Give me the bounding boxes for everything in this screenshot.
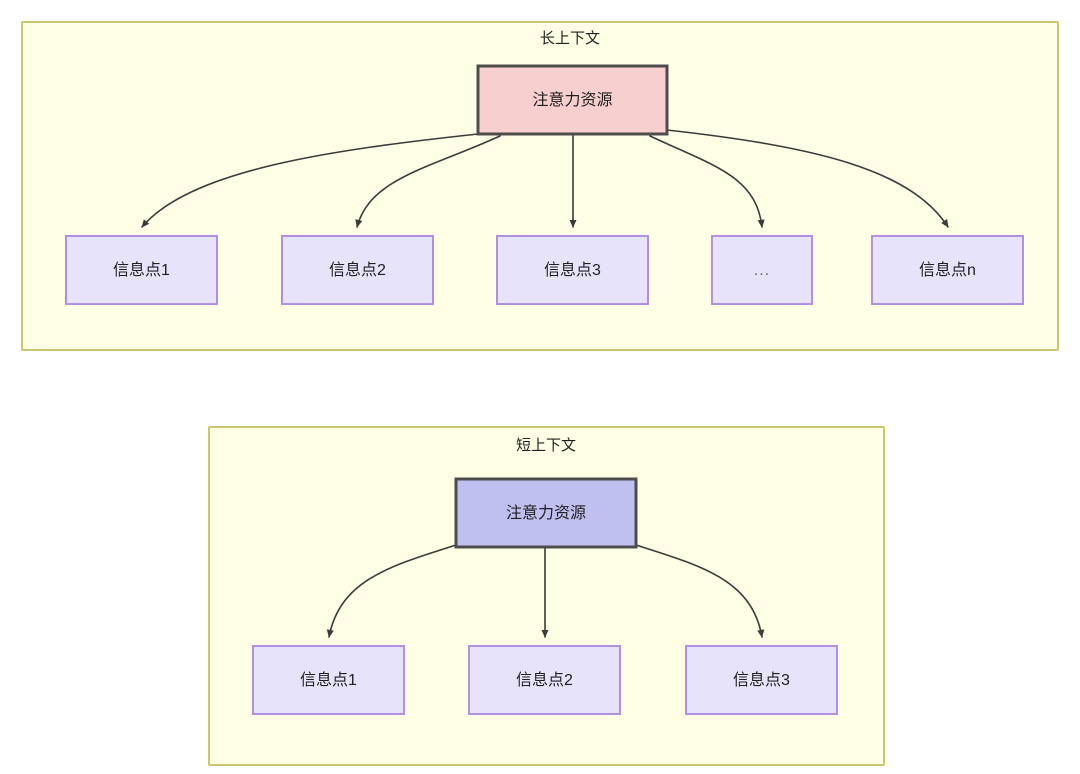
node-info-point-2-long-label: 信息点2: [329, 261, 386, 279]
node-info-point-1-long-label: 信息点1: [113, 261, 170, 279]
node-attention-resource-long-rect[interactable]: [476, 64, 669, 136]
section-title-long-context: 长上下文: [540, 30, 600, 47]
node-info-point-n-long-label: 信息点n: [919, 261, 976, 279]
node-info-point-3-short-rect[interactable]: [685, 645, 838, 715]
node-info-point-ellipsis-long-label: ...: [754, 262, 770, 279]
node-info-point-3-long-rect[interactable]: [496, 235, 649, 305]
section-short-context: 短上下文 注意力资源 信息点1 信息点2: [208, 426, 885, 766]
node-attention-resource-long[interactable]: 注意力资源: [476, 64, 669, 136]
section-long-context: 长上下文 注意力资源 信息点1 信息点2: [21, 21, 1059, 351]
edge-group-short-context: [326, 544, 765, 638]
node-attention-resource-short[interactable]: 注意力资源: [454, 477, 638, 549]
section-title-short-context: 短上下文: [516, 437, 576, 454]
node-attention-resource-long-label: 注意力资源: [532, 90, 612, 109]
node-info-point-1-long[interactable]: 信息点1: [65, 235, 218, 305]
node-attention-resource-short-label: 注意力资源: [506, 503, 586, 522]
node-info-point-n-long[interactable]: 信息点n: [871, 235, 1024, 305]
node-info-point-3-short[interactable]: 信息点3: [685, 645, 838, 715]
node-info-point-ellipsis-long[interactable]: ...: [711, 235, 813, 305]
node-info-point-2-short[interactable]: 信息点2: [468, 645, 621, 715]
edge-root-to-leaf-3-short: [635, 544, 765, 638]
node-info-point-ellipsis-long-rect[interactable]: [711, 235, 813, 305]
node-info-point-3-long-label: 信息点3: [544, 261, 601, 279]
edge-root-to-leaf-5: [666, 129, 949, 228]
node-info-point-2-long-rect[interactable]: [281, 235, 434, 305]
node-info-point-3-short-label: 信息点3: [733, 671, 790, 689]
edge-root-to-leaf-1: [141, 133, 479, 228]
node-info-point-2-short-rect[interactable]: [468, 645, 621, 715]
node-info-point-3-long[interactable]: 信息点3: [496, 235, 649, 305]
edge-group-long-context: [141, 129, 949, 228]
edge-root-to-leaf-4: [649, 135, 765, 228]
node-info-point-n-long-rect[interactable]: [871, 235, 1024, 305]
node-info-point-2-short-label: 信息点2: [516, 671, 573, 689]
node-info-point-1-short-label: 信息点1: [300, 671, 357, 689]
node-attention-resource-short-rect[interactable]: [454, 477, 638, 549]
node-info-point-2-long[interactable]: 信息点2: [281, 235, 434, 305]
node-info-point-1-long-rect[interactable]: [65, 235, 218, 305]
node-info-point-1-short[interactable]: 信息点1: [252, 645, 405, 715]
node-info-point-1-short-rect[interactable]: [252, 645, 405, 715]
edge-root-to-leaf-2: [355, 135, 501, 228]
edge-root-to-leaf-1-short: [326, 544, 457, 638]
